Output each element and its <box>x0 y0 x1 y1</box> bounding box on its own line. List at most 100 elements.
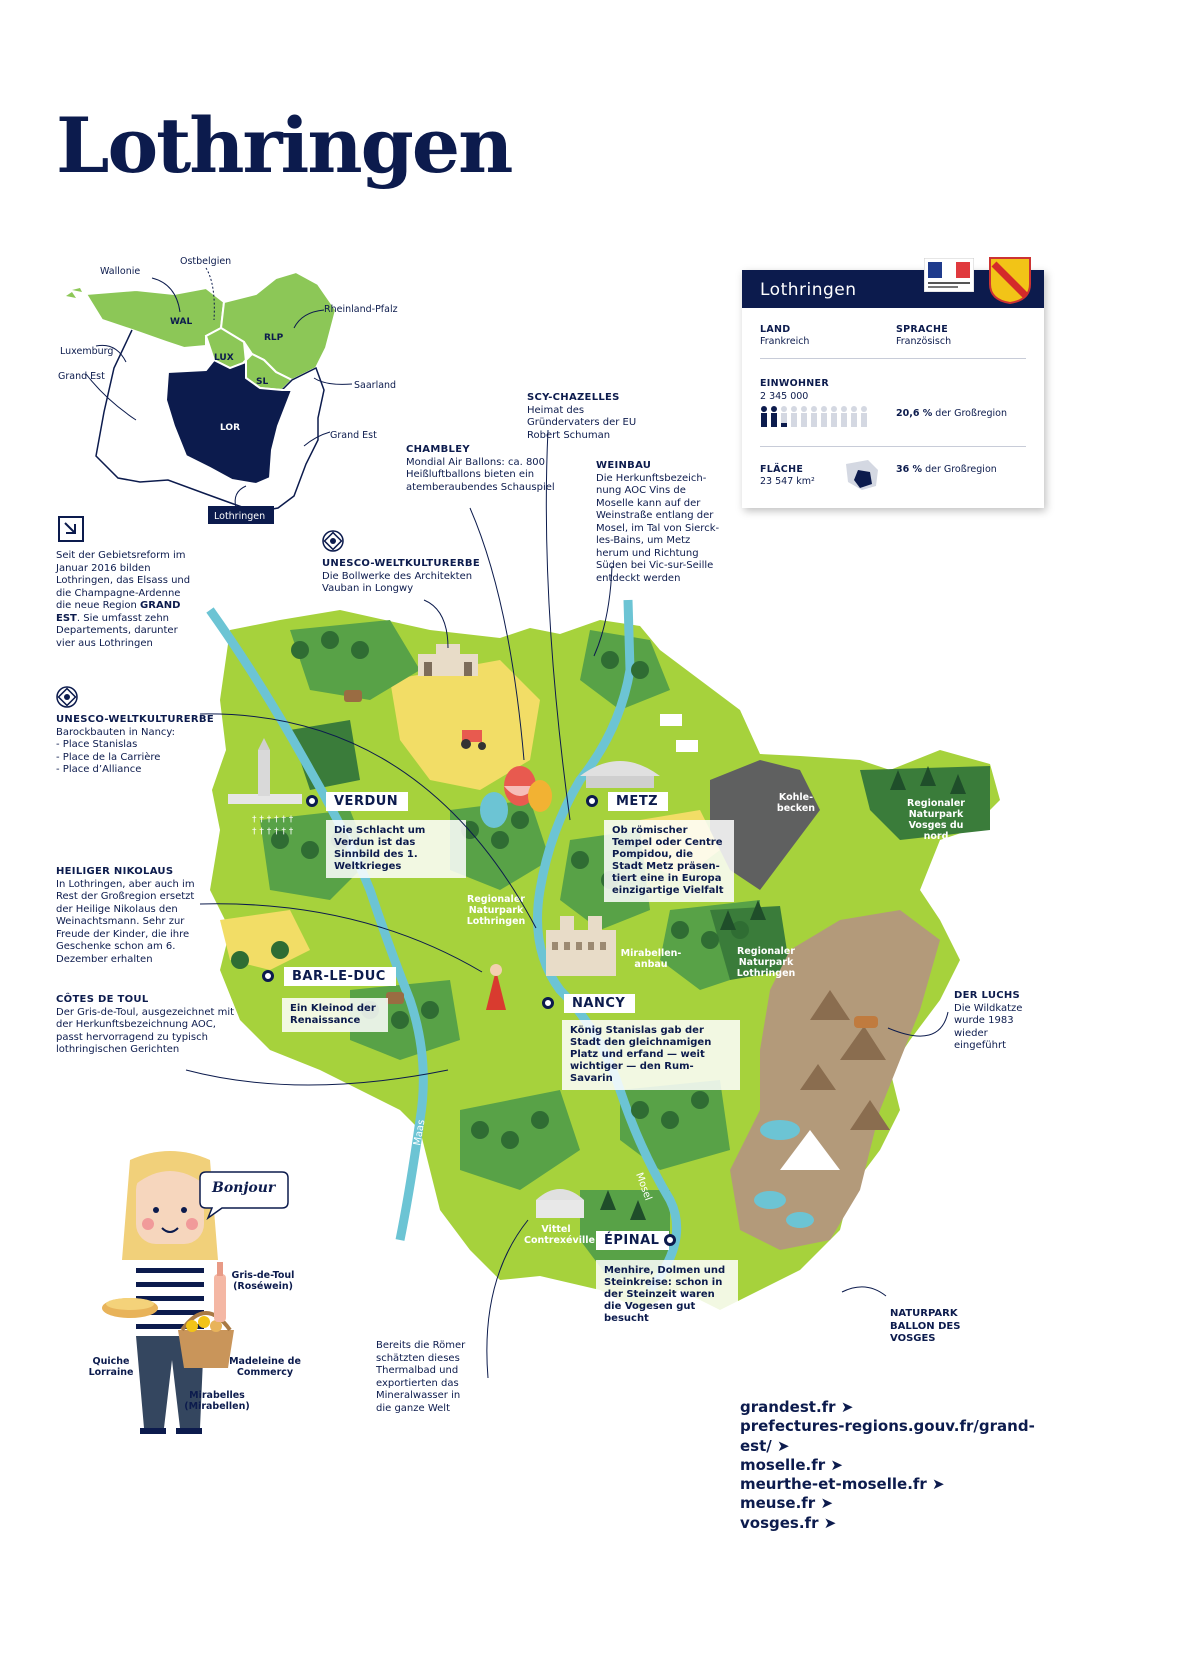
area-share: 36 % <box>896 464 923 475</box>
label-wal: WAL <box>170 317 192 327</box>
label-lux: LUX <box>214 353 234 363</box>
city-metz[interactable]: METZ <box>608 792 669 811</box>
link-moselle[interactable]: moselle.fr ➤ <box>740 1455 843 1474</box>
link-grandest[interactable]: grandest.fr ➤ <box>740 1398 854 1416</box>
name-saarland: Saarland <box>354 380 396 391</box>
label-park-lothringen-east: Regionaler Naturpark Lothringen <box>736 946 796 979</box>
population-share: 20,6 % <box>896 408 933 419</box>
label-gris-de-toul: Gris-de-Toul (Roséwein) <box>231 1270 295 1292</box>
map-forest <box>460 1090 580 1190</box>
area-share-suffix: der Großregion <box>925 464 997 475</box>
verdun-marker[interactable] <box>306 795 318 807</box>
name-rheinland-pfalz: Rheinland-Pfalz <box>324 304 398 315</box>
nancy-description: König Stanislas gab der Stadt den gleich… <box>562 1020 740 1090</box>
city-epinal[interactable]: ÉPINAL <box>596 1231 670 1250</box>
cursor-icon: ➤ <box>777 1436 790 1455</box>
map-coal-basin <box>710 760 820 890</box>
note-weinbau: WEINBAU Die Herkunftsbezeich-nung AOC Vi… <box>596 460 720 584</box>
lorraine-coat-of-arms-icon <box>989 257 1031 304</box>
cursor-icon: ➤ <box>823 1513 837 1532</box>
flaeche-value: 23 547 km² <box>760 476 815 487</box>
label-vittel: Vittel Contrexéville <box>524 1224 595 1246</box>
wine-bottle-icon <box>214 1274 226 1322</box>
name-luxemburg: Luxemburg <box>60 346 113 357</box>
epinal-description: Menhire, Dolmen und Steinkreise: schon i… <box>596 1260 738 1330</box>
metz-marker[interactable] <box>586 795 598 807</box>
info-card: Lothringen LAND Frankreich SPRACHE Franz… <box>742 257 1044 508</box>
city-nancy[interactable]: NANCY <box>564 994 636 1013</box>
label-mirabelles: Mirabelles (Mirabellen) <box>184 1390 250 1412</box>
einwohner-label: EINWOHNER <box>760 378 829 389</box>
metz-centre-pompidou-icon <box>580 761 660 788</box>
svg-text:† † † † † †: † † † † † † <box>252 815 294 825</box>
bar-le-duc-marker[interactable] <box>262 970 274 982</box>
label-park-vosges-nord: Regionaler Naturpark Vosges du nord <box>907 798 965 842</box>
region-wallonie <box>84 286 226 350</box>
bar-le-duc-description: Ein Kleinod der Renaissance <box>282 998 388 1032</box>
arrow-box-icon <box>58 516 84 542</box>
character-illustration <box>102 1151 234 1434</box>
cursor-icon: ➤ <box>830 1455 843 1474</box>
grande-region-minimap: WAL RLP LUX SL LOR Wallonie Ostbelgien R… <box>58 256 398 524</box>
label-rlp: RLP <box>264 333 284 343</box>
saint-nicholas-icon <box>486 964 506 1010</box>
speech-bubble <box>199 1171 289 1220</box>
city-verdun[interactable]: VERDUN <box>326 792 409 811</box>
basket-icon <box>178 1330 234 1368</box>
note-luchs: DER LUCHS Die Wildkatze wurde 1983 wiede… <box>954 990 1023 1051</box>
note-cotes-de-toul: CÔTES DE TOUL Der Gris-de-Toul, ausgezei… <box>56 994 235 1055</box>
label-madeleine: Madeleine de Commercy <box>229 1356 301 1378</box>
note-gebietsreform: Seit der Gebietsreform im Januar 2016 bi… <box>56 550 191 649</box>
city-bar-le-duc[interactable]: BAR-LE-DUC <box>284 967 396 986</box>
link-prefectures[interactable]: prefectures-regions.gouv.fr/grand-est/ ➤ <box>740 1417 1035 1455</box>
deer-icon <box>344 690 404 1004</box>
cursor-icon: ➤ <box>820 1494 834 1513</box>
cursor-icon: ➤ <box>840 1398 854 1416</box>
region-lorraine <box>164 358 294 486</box>
svg-text:† † † † † †: † † † † † † <box>252 827 294 837</box>
label-sl: SL <box>256 377 268 387</box>
area-map-icon <box>846 460 878 490</box>
info-card-title: Lothringen <box>760 280 857 300</box>
lynx-icon <box>854 1016 878 1028</box>
land-label: LAND <box>760 324 791 335</box>
cursor-icon: ➤ <box>932 1475 945 1494</box>
population-share-suffix: der Großregion <box>935 408 1007 419</box>
sprache-value: Französisch <box>896 336 952 347</box>
note-scy-chazelles: SCY-CHAZELLES Heimat des Gründervaters d… <box>527 392 637 441</box>
label-kohlebecken: Kohle-becken <box>776 792 816 814</box>
einwohner-value: 2 345 000 <box>760 391 809 402</box>
note-heiliger-nikolaus: HEILIGER NIKOLAUS In Lothringen, aber au… <box>56 866 195 965</box>
epinal-marker[interactable] <box>664 1234 676 1246</box>
note-unesco-longwy: UNESCO-WELTKULTURERBE Die Bollwerke des … <box>322 558 480 594</box>
page-title: Lothringen <box>56 101 513 190</box>
nancy-place-stanislas-icon <box>546 916 616 976</box>
name-grand-est-left: Grand Est <box>58 371 105 382</box>
verdun-description: Die Schlacht um Verdun ist das Sinnbild … <box>326 820 466 878</box>
name-grand-est-right: Grand Est <box>330 430 377 441</box>
flaeche-label: FLÄCHE <box>760 464 804 475</box>
label-park-lothringen-west: Regionaler Naturpark Lothringen <box>466 894 526 927</box>
label-quiche: Quiche Lorraine <box>88 1356 134 1378</box>
name-ostbelgien: Ostbelgien <box>180 256 231 267</box>
link-meuse[interactable]: meuse.fr ➤ <box>740 1494 834 1513</box>
nancy-marker[interactable] <box>542 997 554 1009</box>
name-lothringen: Lothringen <box>214 511 265 522</box>
note-chambley: CHAMBLEY Mondial Air Ballons: ca. 800 He… <box>406 444 555 493</box>
note-ballon-des-vosges: NATURPARK BALLON DES VOSGES <box>890 1308 961 1344</box>
label-lor: LOR <box>220 423 240 433</box>
french-republic-logo-icon <box>924 258 974 292</box>
link-meurthe-et-moselle[interactable]: meurthe-et-moselle.fr ➤ <box>740 1475 945 1494</box>
note-roemer: Bereits die Römer schätzten dieses Therm… <box>376 1340 466 1414</box>
land-value: Frankreich <box>760 336 810 347</box>
link-vosges[interactable]: vosges.fr ➤ <box>740 1513 837 1532</box>
river-maas-label: Maas <box>412 1119 427 1147</box>
vittel-thermal-bath-icon <box>536 1189 584 1218</box>
sprache-label: SPRACHE <box>896 324 948 335</box>
name-wallonie: Wallonie <box>100 266 140 277</box>
note-unesco-nancy: UNESCO-WELTKULTURERBE Barockbauten in Na… <box>56 714 214 775</box>
population-people-icon <box>761 406 867 427</box>
unesco-icon <box>56 686 78 708</box>
label-hohneck: Hohneck <box>752 1312 800 1323</box>
cows-icon <box>660 714 698 752</box>
